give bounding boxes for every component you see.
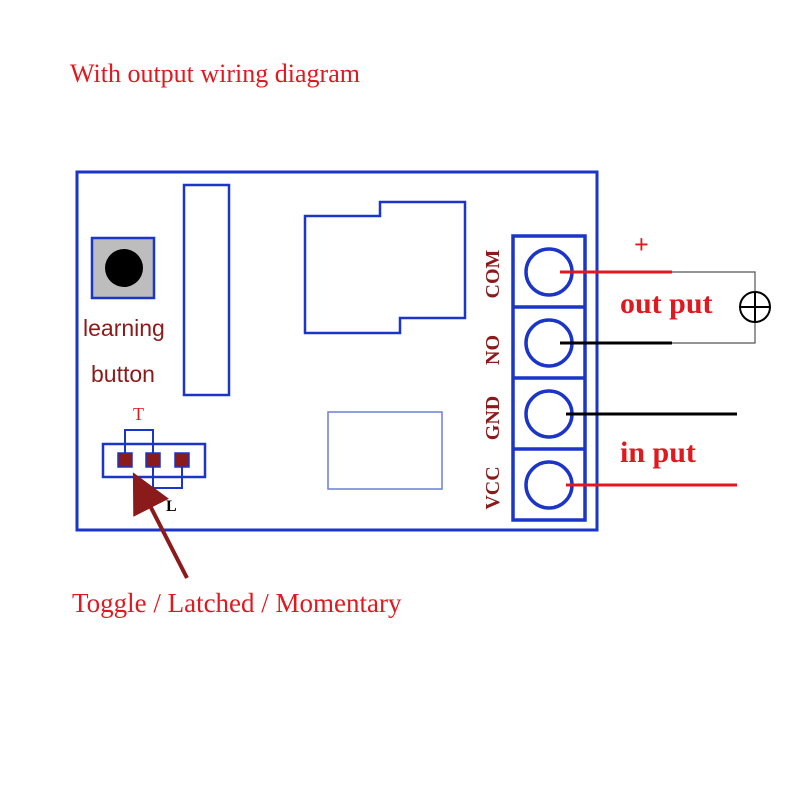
- terminal-block: [511, 234, 587, 522]
- terminal-gnd: [524, 389, 574, 439]
- terminal-label-vcc: VCC: [482, 466, 504, 509]
- plus-sign: +: [634, 230, 649, 259]
- mode-caption: Toggle / Latched / Momentary: [72, 588, 402, 618]
- terminal-label-com: COM: [482, 249, 504, 298]
- ic-chip: [327, 411, 443, 490]
- button-label: button: [91, 361, 155, 387]
- learning-label: learning: [83, 315, 165, 341]
- jumper-t-label: T: [133, 404, 144, 424]
- terminal-label-no: NO: [482, 335, 504, 365]
- input-wiring: [566, 412, 737, 487]
- board-outline: [75, 170, 599, 532]
- output-label: out put: [620, 287, 713, 320]
- terminal-vcc: [524, 460, 574, 510]
- input-label: in put: [620, 436, 696, 469]
- relay-outline: [303, 200, 467, 335]
- jumper-l-label: L: [166, 498, 177, 515]
- diagram-title: With output wiring diagram: [70, 59, 360, 88]
- output-wiring: [560, 270, 771, 345]
- pointer-arrow: [132, 472, 189, 579]
- pin-header: [182, 183, 231, 397]
- learning-button: [90, 236, 156, 300]
- lamp-icon: [739, 291, 771, 323]
- terminal-label-gnd: GND: [482, 396, 504, 440]
- mode-jumper: [101, 429, 207, 489]
